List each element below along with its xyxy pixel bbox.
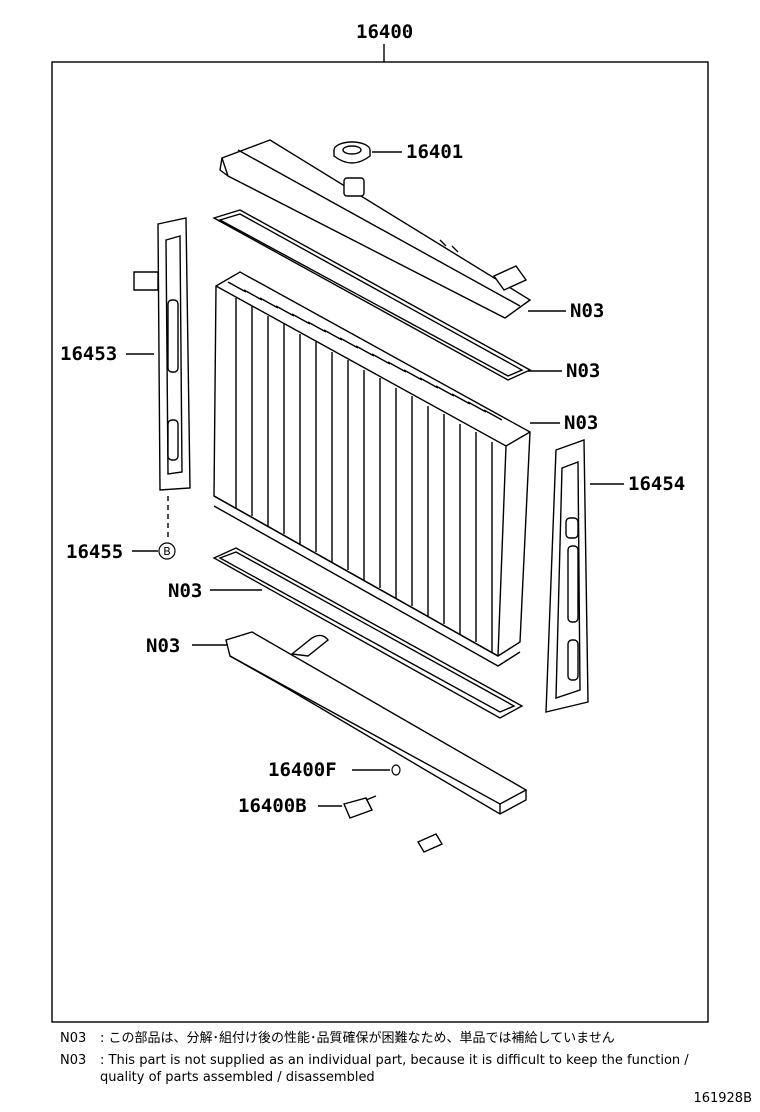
callout-n03-upper-tank[interactable]: N03	[570, 300, 604, 322]
note-text-continued: quality of parts assembled / disassemble…	[100, 1070, 375, 1085]
callout-16454[interactable]: 16454	[628, 473, 685, 495]
right-support-icon	[545, 439, 589, 713]
callout-n03-lower-gasket[interactable]: N03	[168, 580, 202, 602]
callout-16400f[interactable]: 16400F	[268, 759, 337, 781]
radiator-core-icon	[213, 271, 531, 667]
note-english-line2: quality of parts assembled / disassemble…	[60, 1070, 375, 1086]
callout-16453[interactable]: 16453	[60, 343, 117, 365]
lower-tank-icon	[225, 631, 528, 853]
lower-gasket-icon	[212, 547, 524, 719]
callout-16401[interactable]: 16401	[406, 141, 463, 163]
callout-n03-core[interactable]: N03	[564, 412, 598, 434]
note-code: N03	[60, 1031, 87, 1046]
drain-oring-icon	[391, 764, 401, 776]
note-english: N03 : This part is not supplied as an ind…	[60, 1053, 689, 1069]
drain-cock-icon	[343, 795, 377, 819]
radiator-cap-icon	[333, 141, 371, 164]
left-support-icon	[133, 217, 191, 491]
note-code: N03	[60, 1053, 87, 1068]
callout-16455[interactable]: 16455	[66, 541, 123, 563]
upper-gasket-icon	[212, 209, 532, 381]
drawing-code: 161928B	[693, 1091, 752, 1106]
callout-n03-upper-gasket[interactable]: N03	[566, 360, 600, 382]
grommet-marker-icon	[158, 542, 176, 560]
assembly-frame	[51, 61, 709, 1023]
callout-n03-lower-tank[interactable]: N03	[146, 635, 180, 657]
note-japanese: N03 : この部品は、分解･組付け後の性能･品質確保が困難なため、単品では補給し…	[60, 1031, 615, 1047]
upper-tank-icon	[219, 139, 532, 319]
note-text: : この部品は、分解･組付け後の性能･品質確保が困難なため、単品では補給していま…	[100, 1031, 615, 1046]
note-text: : This part is not supplied as an indivi…	[100, 1053, 689, 1068]
assembly-part-number[interactable]: 16400	[356, 21, 413, 43]
grommet-marker-letter: B	[163, 545, 171, 558]
callout-16400b[interactable]: 16400B	[238, 795, 307, 817]
